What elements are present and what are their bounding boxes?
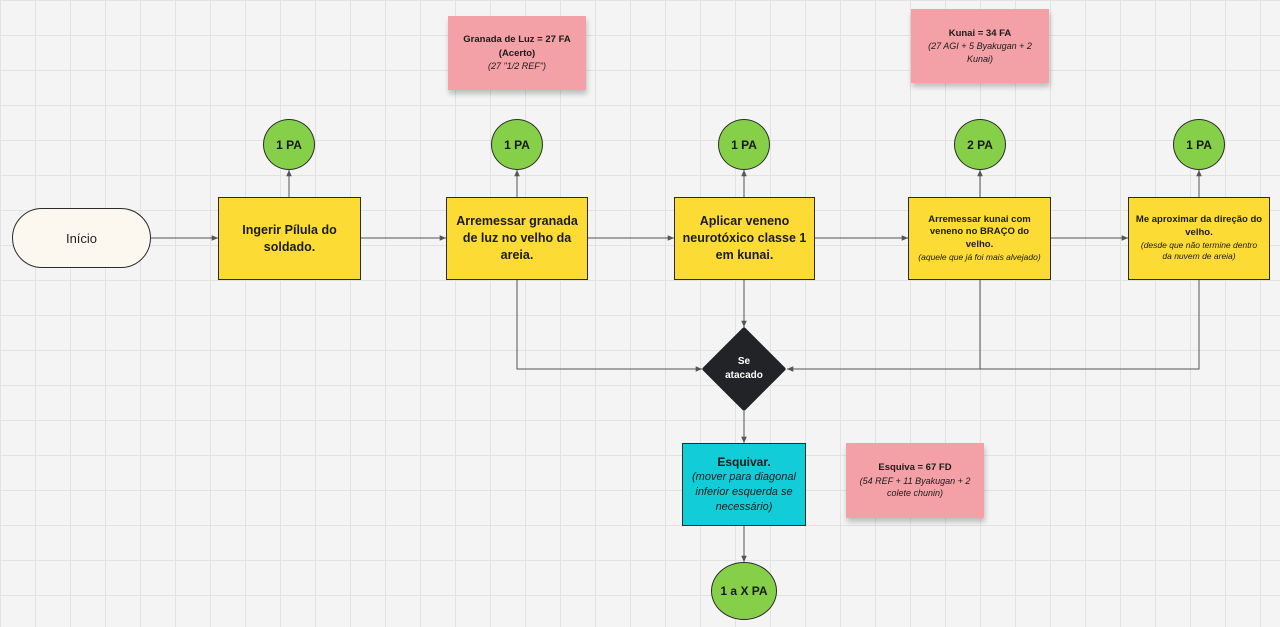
cost-circle-step5[interactable]: 1 PA (1173, 119, 1225, 170)
step-dodge-note: (mover para diagonal inferior esquerda s… (692, 471, 796, 514)
note-grenade-line2: (Acerto) (498, 47, 536, 59)
start-terminal[interactable]: Início (12, 208, 151, 268)
cost-circle-step2[interactable]: 1 PA (491, 119, 543, 170)
start-label: Início (65, 230, 98, 246)
sticky-note-grenade[interactable]: Granada de Luz = 27 FA (Acerto) (27 "1/2… (448, 16, 586, 90)
step-throw-grenade-label: Arremessar granada de luz no velho da ar… (456, 214, 578, 262)
connector-step4-decision (787, 280, 981, 372)
cost-circle-step1[interactable]: 1 PA (263, 119, 315, 170)
note-grenade-title: Granada de Luz = 27 FA (463, 34, 571, 46)
step-throw-grenade[interactable]: Arremessar granada de luz no velho da ar… (446, 197, 588, 280)
cost-label: 1 PA (1186, 137, 1212, 152)
step-ingest-pill-label: Ingerir Pílula do soldado. (242, 222, 337, 254)
cost-label: 1 PA (276, 137, 302, 152)
note-grenade-sub: (27 "1/2 REF") (488, 61, 546, 71)
step-apply-poison-label: Aplicar veneno neurotóxico classe 1 em k… (682, 214, 807, 262)
note-dodge-title: Esquiva = 67 FD (878, 462, 952, 474)
note-dodge-sub: (54 REF + 11 Byakugan + 2 colete chunin) (859, 475, 971, 499)
note-kunai-sub: (27 AGI + 5 Byakugan + 2 Kunai) (928, 41, 1032, 64)
step-approach[interactable]: Me aproximar da direção do velho. (desde… (1128, 197, 1270, 280)
cost-circle-dodge[interactable]: 1 a X PA (711, 562, 777, 620)
step-throw-kunai-note: (aquele que já foi mais alvejado) (918, 251, 1041, 262)
note-kunai-title: Kunai = 34 FA (948, 27, 1012, 39)
step-ingest-pill[interactable]: Ingerir Pílula do soldado. (218, 197, 361, 280)
step-dodge[interactable]: Esquivar. (mover para diagonal inferior … (682, 443, 806, 526)
connector-step2-decision (516, 280, 702, 372)
decision-if-attacked[interactable]: Se atacado (701, 326, 787, 412)
cost-label: 1 a X PA (720, 584, 768, 598)
sticky-note-kunai[interactable]: Kunai = 34 FA (27 AGI + 5 Byakugan + 2 K… (911, 9, 1049, 83)
cost-circle-step3[interactable]: 1 PA (718, 119, 770, 170)
cost-label: 1 PA (504, 137, 530, 152)
connector-step5-decision (980, 280, 1200, 370)
step-approach-label: Me aproximar da direção do velho. (1135, 214, 1263, 239)
step-throw-kunai-label: Arremessar kunai com veneno no BRAÇO do … (928, 213, 1031, 251)
cost-label: 1 PA (731, 137, 757, 152)
step-approach-note: (desde que não termine dentro da nuvem d… (1140, 239, 1258, 262)
cost-circle-step4[interactable]: 2 PA (954, 119, 1006, 170)
decision-label-line1: Se (737, 355, 751, 367)
decision-label-line2: atacado (725, 370, 763, 381)
step-throw-kunai[interactable]: Arremessar kunai com veneno no BRAÇO do … (908, 197, 1051, 280)
step-dodge-label: Esquivar. (717, 455, 771, 470)
decision-label: Se atacado (702, 327, 786, 411)
cost-label: 2 PA (967, 137, 993, 152)
step-apply-poison[interactable]: Aplicar veneno neurotóxico classe 1 em k… (674, 197, 815, 280)
sticky-note-dodge[interactable]: Esquiva = 67 FD (54 REF + 11 Byakugan + … (846, 443, 984, 518)
